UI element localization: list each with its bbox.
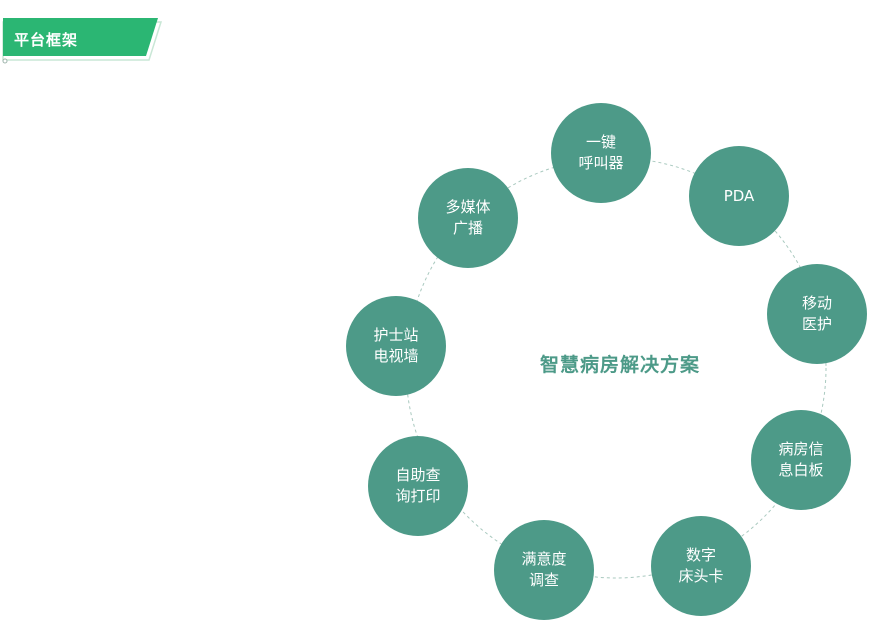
- page-title: 平台框架: [14, 31, 79, 49]
- node-multimedia-broadcast[interactable]: 多媒体 广播: [418, 168, 518, 268]
- node-digital-bedside-card[interactable]: 数字 床头卡: [651, 516, 751, 616]
- node-self-service-print[interactable]: 自助查 询打印: [368, 436, 468, 536]
- header-banner: [2, 18, 163, 64]
- node-nurse-station-tv[interactable]: 护士站 电视墙: [346, 296, 446, 396]
- node-pda[interactable]: PDA: [689, 146, 789, 246]
- node-pda-label: PDA: [723, 186, 755, 205]
- node-self-service-print-label: 自助查 询打印: [395, 466, 441, 505]
- node-call-button[interactable]: 一键 呼叫器: [551, 103, 651, 203]
- banner-fill: [3, 18, 158, 56]
- center-title: 智慧病房解决方案: [539, 354, 700, 376]
- node-mobile-care[interactable]: 移动 医护: [767, 264, 867, 364]
- node-mobile-care-label: 移动 医护: [801, 294, 832, 333]
- node-ward-whiteboard[interactable]: 病房信 息白板: [751, 410, 851, 510]
- node-satisfaction-survey[interactable]: 满意度 调查: [494, 520, 594, 620]
- dashed-ring: [405, 157, 827, 579]
- banner-dot: [2, 58, 8, 64]
- node-ward-whiteboard-label: 病房信 息白板: [778, 440, 824, 479]
- node-digital-bedside-card-label: 数字 床头卡: [678, 546, 724, 585]
- node-multimedia-broadcast-label: 多媒体 广播: [445, 198, 491, 237]
- node-nurse-station-tv-label: 护士站 电视墙: [373, 326, 419, 365]
- node-satisfaction-survey-label: 满意度 调查: [521, 550, 567, 589]
- node-call-button-label: 一键 呼叫器: [578, 133, 624, 172]
